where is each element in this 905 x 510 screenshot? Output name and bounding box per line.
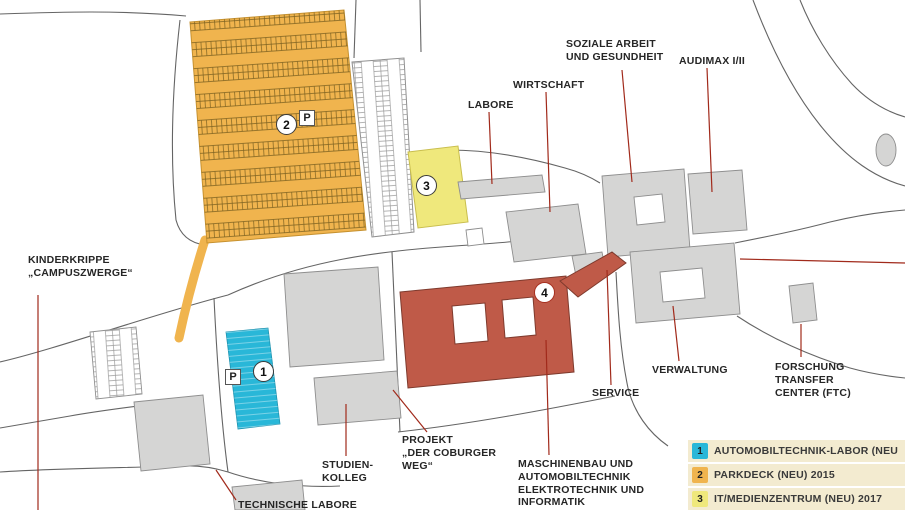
map-badge-3: 3	[416, 175, 437, 196]
label-audimax: AUDIMAX I/II	[679, 55, 745, 67]
legend-chip-2: 2	[692, 467, 708, 483]
building-soziale-arbeit	[601, 168, 691, 258]
parking-structure-area	[351, 57, 415, 238]
leader-lines	[37, 67, 905, 510]
building-labore	[457, 174, 546, 200]
parking-entry-road	[174, 235, 210, 343]
building-technische-labore	[231, 479, 306, 510]
parking-symbol-1: P	[225, 369, 241, 385]
small-parking-area	[89, 326, 143, 400]
parking-symbol-2: P	[299, 110, 315, 126]
it-medienzentrum-area	[407, 145, 469, 229]
label-wirtschaft: WIRTSCHAFT	[513, 79, 585, 91]
building-verwaltung	[629, 242, 741, 324]
label-soziale-arbeit: SOZIALE ARBEIT UND GESUNDHEIT	[566, 38, 664, 63]
label-maschinenbau: MASCHINENBAU UND AUTOMOBILTECHNIK ELEKTR…	[518, 458, 645, 509]
building-maschinenbau-arm	[559, 251, 627, 298]
building-small	[465, 227, 485, 247]
legend-item-2: 2 PARKDECK (NEU) 2015	[688, 464, 905, 486]
building-ftc	[788, 282, 818, 324]
legend-item-1: 1 AUTOMOBILTECHNIK-LABOR (NEU	[688, 440, 905, 462]
building-maschinenbau	[399, 251, 627, 389]
building-bottom-left	[133, 394, 211, 472]
building-studienkolleg-main	[283, 266, 385, 368]
label-service: SERVICE	[592, 387, 640, 399]
label-studienkolleg: STUDIEN- KOLLEG	[322, 459, 374, 484]
legend-label-3: IT/MEDIENZENTRUM (NEU) 2017	[714, 493, 883, 505]
building-audimax	[687, 169, 748, 235]
legend-label-2: PARKDECK (NEU) 2015	[714, 469, 835, 481]
legend-chip-3: 3	[692, 491, 708, 507]
map-badge-2: 2	[276, 114, 297, 135]
building-wirtschaft	[505, 203, 587, 263]
label-labore: LABORE	[468, 99, 514, 111]
automobiltechnik-labor-area	[225, 327, 281, 430]
label-coburger-weg: PROJEKT „DER COBURGER WEG“	[402, 434, 497, 472]
map-badge-1: 1	[253, 361, 274, 382]
legend-item-3: 3 IT/MEDIENZENTRUM (NEU) 2017	[688, 488, 905, 510]
legend-label-1: AUTOMOBILTECHNIK-LABOR (NEU	[714, 445, 899, 457]
label-technische-labore: TECHNISCHE LABORE	[238, 499, 357, 510]
label-ftc: FORSCHUNG TRANSFER CENTER (FTC)	[775, 361, 851, 399]
pond-shape	[875, 133, 897, 167]
building-lower	[313, 370, 402, 426]
map-badge-4: 4	[534, 282, 555, 303]
label-verwaltung: VERWALTUNG	[652, 364, 728, 376]
label-kinderkrippe: KINDERKRIPPE „CAMPUSZWERGE“	[28, 254, 133, 279]
buildings-layer	[133, 133, 897, 510]
legend-chip-1: 1	[692, 443, 708, 459]
legend: 1 AUTOMOBILTECHNIK-LABOR (NEU 2 PARKDECK…	[688, 440, 905, 510]
